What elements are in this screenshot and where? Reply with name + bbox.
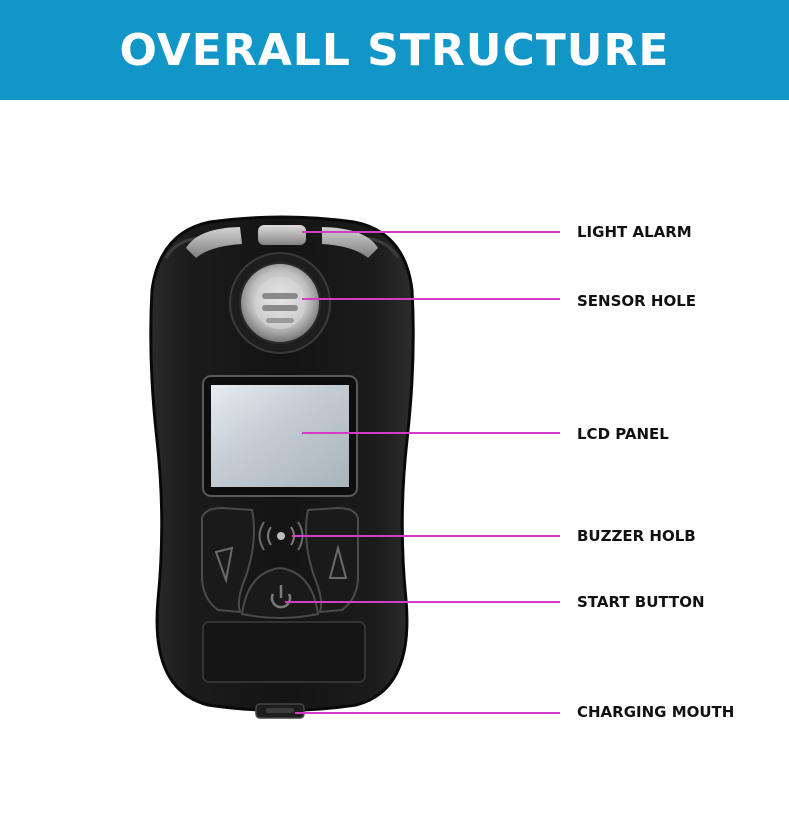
- leader-buzzer-holb: [292, 535, 560, 537]
- leader-sensor-hole: [302, 298, 560, 300]
- power-icon: [270, 585, 292, 609]
- page-title: OVERALL STRUCTURE: [119, 24, 670, 76]
- label-buzzer-holb: BUZZER HOLB: [577, 527, 696, 545]
- charging-port: [255, 703, 305, 719]
- label-lcd-panel: LCD PANEL: [577, 425, 669, 443]
- leader-lcd-panel: [302, 432, 560, 434]
- lcd-panel: [202, 375, 358, 497]
- label-recess: [202, 621, 366, 683]
- label-light-alarm: LIGHT ALARM: [577, 223, 692, 241]
- sensor-hole: [229, 252, 331, 354]
- leader-start-button: [285, 601, 560, 603]
- label-sensor-hole: SENSOR HOLE: [577, 292, 697, 310]
- title-banner: OVERALL STRUCTURE: [0, 0, 789, 100]
- label-start-button: START BUTTON: [577, 593, 705, 611]
- leader-light-alarm: [302, 231, 560, 233]
- light-alarm-leds: [186, 225, 378, 258]
- left-arrow-icon: [214, 546, 234, 584]
- leader-charging-mouth: [295, 712, 560, 714]
- up-arrow-icon: [328, 544, 348, 579]
- label-charging-mouth: CHARGING MOUTH: [577, 703, 735, 721]
- keypad: [201, 506, 359, 619]
